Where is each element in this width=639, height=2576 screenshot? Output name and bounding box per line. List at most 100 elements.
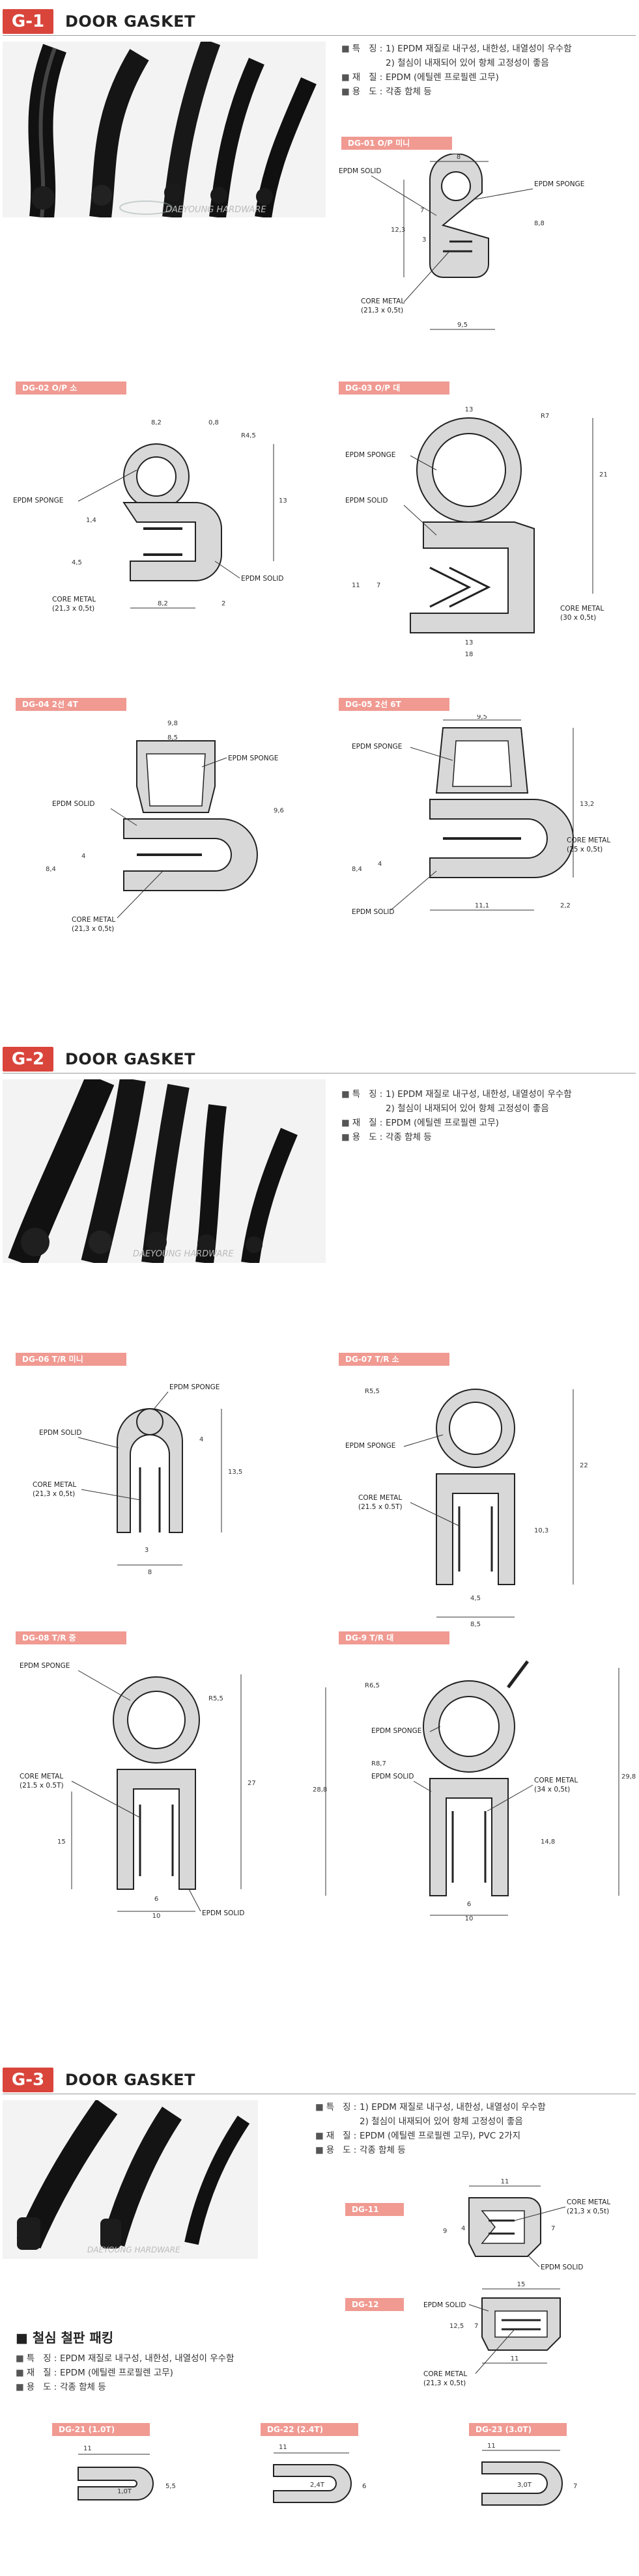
svg-text:CORE METAL: CORE METAL [534,1777,578,1784]
section-title: DOOR GASKET [65,1050,195,1068]
svg-text:EPDM SPONGE: EPDM SPONGE [20,1662,70,1670]
svg-text:8,5: 8,5 [470,1621,481,1628]
svg-text:8,4: 8,4 [46,866,56,873]
svg-text:CORE METAL: CORE METAL [52,596,96,603]
section-title: DOOR GASKET [65,2071,195,2089]
svg-text:10: 10 [152,1913,161,1920]
svg-text:7: 7 [420,207,424,214]
svg-text:8: 8 [148,1569,152,1576]
svg-text:CORE METAL: CORE METAL [361,298,405,305]
svg-text:CORE METAL: CORE METAL [72,916,115,924]
diagram-dg09: R6,5 R8,7 28,8 29,8 14,8 6 10 EPDM SPONG… [313,1660,636,1922]
svg-text:5,5: 5,5 [165,2483,176,2490]
diagram-dg03: 13 R7 21 11 7 13 18 EPDM SPONGE EPDM SOL… [345,406,608,658]
svg-text:(21,3 x 0,5t): (21,3 x 0,5t) [33,1490,75,1498]
svg-text:CORE METAL: CORE METAL [567,2198,610,2206]
diagram-dg22: 11 2,4T 6 [273,2444,366,2503]
svg-text:10: 10 [465,1915,474,1922]
svg-text:CORE METAL: CORE METAL [33,1481,76,1489]
svg-text:9,5: 9,5 [477,715,487,721]
diagram-dg21: 11 1,0T 5,5 [78,2445,176,2500]
svg-text:4,5: 4,5 [72,559,82,566]
model-tag-dg03: DG-03 O/P 대 [339,381,449,395]
svg-text:7: 7 [376,582,380,589]
svg-text:11: 11 [501,2178,509,2185]
model-tag-dg09: DG-9 T/R 대 [339,1631,449,1644]
svg-text:0,8: 0,8 [208,419,219,426]
svg-text:2,4T: 2,4T [310,2482,325,2489]
svg-text:9,5: 9,5 [457,322,468,329]
svg-text:6: 6 [362,2483,366,2490]
svg-text:27: 27 [248,1780,256,1787]
svg-text:(34 x 0,5t): (34 x 0,5t) [534,1786,570,1794]
diagram-dg07: R5,5 22 10,3 4,5 8,5 EPDM SPONGE CORE ME… [345,1388,588,1628]
svg-text:13: 13 [279,497,287,505]
plate-title: ■ 철심 철판 패킹 [16,2330,114,2346]
svg-text:R4,5: R4,5 [241,432,256,439]
svg-text:CORE METAL: CORE METAL [423,2370,467,2378]
svg-text:9,6: 9,6 [274,807,284,814]
svg-text:EPDM SPONGE: EPDM SPONGE [352,743,402,751]
svg-text:EPDM SPONGE: EPDM SPONGE [13,497,63,505]
svg-text:(21,3 x 0,5t): (21,3 x 0,5t) [423,2379,466,2387]
svg-text:CORE METAL: CORE METAL [358,1494,402,1502]
svg-text:9: 9 [443,2228,447,2235]
section-badge: G-3 [3,2068,53,2092]
product-photo: DAEYOUNG HARDWARE [3,1079,326,1263]
model-tag-dg08: DG-08 T/R 중 [16,1631,126,1644]
svg-text:4,5: 4,5 [470,1595,481,1602]
svg-text:11: 11 [487,2443,496,2450]
diagram-dg06: 4 13,5 3 8 EPDM SPONGE EPDM SOLID CORE M… [33,1383,242,1576]
svg-text:R7: R7 [541,413,549,420]
svg-text:CORE METAL: CORE METAL [560,605,604,613]
svg-text:DAEYOUNG HARDWARE: DAEYOUNG HARDWARE [87,2245,180,2254]
svg-text:EPDM SPONGE: EPDM SPONGE [228,755,278,762]
svg-text:11: 11 [352,582,360,589]
svg-text:3,0T: 3,0T [517,2482,532,2489]
model-tag-dg06: DG-06 T/R 미니 [16,1353,126,1366]
svg-text:7: 7 [474,2323,478,2330]
svg-text:7: 7 [551,2225,555,2232]
svg-text:EPDM SPONGE: EPDM SPONGE [345,1442,395,1450]
svg-text:EPDM SOLID: EPDM SOLID [52,800,94,808]
watermark: DAEYOUNG HARDWARE [165,205,266,215]
svg-text:EPDM SOLID: EPDM SOLID [202,1909,244,1917]
model-tag-dg12: DG-12 [345,2298,404,2311]
diagram-dg05: 9,5 13,2 8,4 4 11,1 2,2 EPDM SPONGE EPDM… [352,715,610,916]
model-tag-dg05: DG-05 2선 6T [339,698,449,711]
section-title: DOOR GASKET [65,12,195,31]
section-divider [3,35,636,36]
svg-text:1,4: 1,4 [86,517,96,524]
diagram-dg04: 9,8 8,5 9,6 8,4 4 EPDM SPONGE EPDM SOLID… [46,720,284,933]
svg-text:9,8: 9,8 [167,720,178,727]
svg-text:R8,7: R8,7 [371,1760,386,1767]
svg-text:8,2: 8,2 [151,419,162,426]
svg-text:11: 11 [511,2355,519,2362]
svg-text:4: 4 [378,861,382,868]
svg-text:12,5: 12,5 [449,2323,464,2330]
svg-text:2,2: 2,2 [560,902,571,909]
svg-text:(21.5 x 0.5T): (21.5 x 0.5T) [20,1782,64,1790]
model-tag-dg23: DG-23 (3.0T) [469,2423,567,2436]
diagram-dg23: 11 3,0T 7 [481,2443,577,2506]
svg-text:28,8: 28,8 [313,1786,327,1794]
svg-text:R5,5: R5,5 [365,1388,380,1395]
svg-text:EPDM SOLID: EPDM SOLID [423,2301,466,2309]
plate-spec-list: ■특 징 :EPDM 재질로 내구성, 내한성, 내열성이 우수함 ■재 질 :… [16,2353,234,2392]
svg-text:6: 6 [154,1896,158,1903]
svg-text:EPDM SOLID: EPDM SOLID [39,1429,81,1437]
svg-text:4: 4 [81,853,85,860]
svg-text:(25 x 0,5t): (25 x 0,5t) [567,846,603,853]
svg-text:R5,5: R5,5 [208,1695,223,1702]
svg-text:13: 13 [465,639,474,646]
svg-text:22: 22 [580,1462,588,1469]
svg-text:15: 15 [517,2281,526,2288]
svg-text:8,8: 8,8 [534,220,545,227]
svg-text:4: 4 [199,1436,203,1443]
svg-text:4: 4 [461,2225,465,2232]
diagram-dg12: 15 12,5 7 11 EPDM SOLID CORE METAL (21,3… [423,2281,561,2387]
svg-text:(21,3 x 0,5t): (21,3 x 0,5t) [567,2208,609,2215]
